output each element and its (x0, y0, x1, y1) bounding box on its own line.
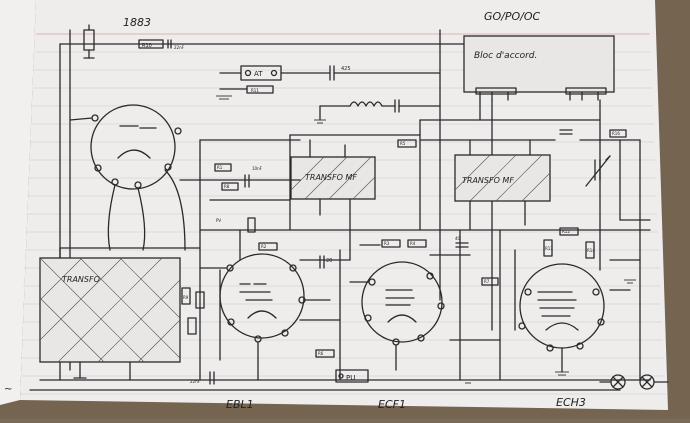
pickup-label: PU (346, 374, 355, 382)
antenna-network (219, 65, 441, 121)
c22nf-label: 22nF (174, 45, 185, 50)
power-transformer (39, 247, 201, 381)
tube1-label: EBL1 (226, 398, 254, 411)
r11-label: R11 (251, 88, 259, 93)
r16-label: R16 (612, 131, 620, 136)
tube-ech3 (518, 263, 605, 373)
if-transformer-1 (289, 134, 421, 231)
variable-capacitor (579, 139, 641, 221)
capacitors (209, 129, 573, 385)
r6-label: R6 (318, 351, 324, 356)
ac-symbol: ~ (4, 384, 12, 395)
r1-label: R1 (217, 165, 223, 170)
r2-label: R2 (261, 244, 267, 249)
r13-label: R13 (545, 246, 553, 251)
antenna-label: AT (254, 70, 263, 78)
tuning-block-label: Bloc d'accord. (474, 51, 537, 61)
if1-label: TRANSFO MF (305, 173, 357, 182)
r4-label: R4 (410, 241, 416, 246)
r7-label: R7 (484, 279, 490, 284)
pilot-lamps (599, 374, 669, 390)
c40-label: 40 (455, 236, 461, 241)
c20-label: 20 (326, 258, 332, 264)
tuning-block (419, 29, 615, 331)
pickup-connector (335, 369, 369, 383)
tube-ecf1 (349, 261, 445, 371)
cpv-label: PV (216, 218, 221, 223)
year-label: 1883 (123, 16, 151, 29)
bands-label: GO/PO/OC (484, 10, 541, 23)
if2-label: TRANSFO MF (462, 176, 514, 185)
paper-left-edge (0, 0, 36, 405)
c425-label: 425 (341, 66, 351, 72)
c22pf-label: 22nF (190, 379, 201, 384)
r12-label: R12 (562, 229, 570, 234)
r3-label: R3 (384, 241, 390, 246)
r9-label: R9 (183, 295, 189, 300)
r5-label: R5 (400, 141, 406, 146)
main-transformer-circle (69, 104, 186, 251)
r10-label: R10 (142, 43, 152, 49)
tube3-label: ECH3 (556, 396, 586, 409)
if-transformer-2 (419, 139, 556, 231)
wiring (29, 119, 651, 391)
r8-label: R8 (224, 184, 230, 189)
ground-symbols (216, 95, 636, 384)
paper-sheet (20, 0, 668, 410)
c10nf-label: 10nF (252, 166, 263, 171)
tube2-label: ECF1 (378, 398, 406, 411)
r14-label: R14 (587, 248, 595, 253)
transformer-label: TRANSFO (62, 275, 100, 284)
